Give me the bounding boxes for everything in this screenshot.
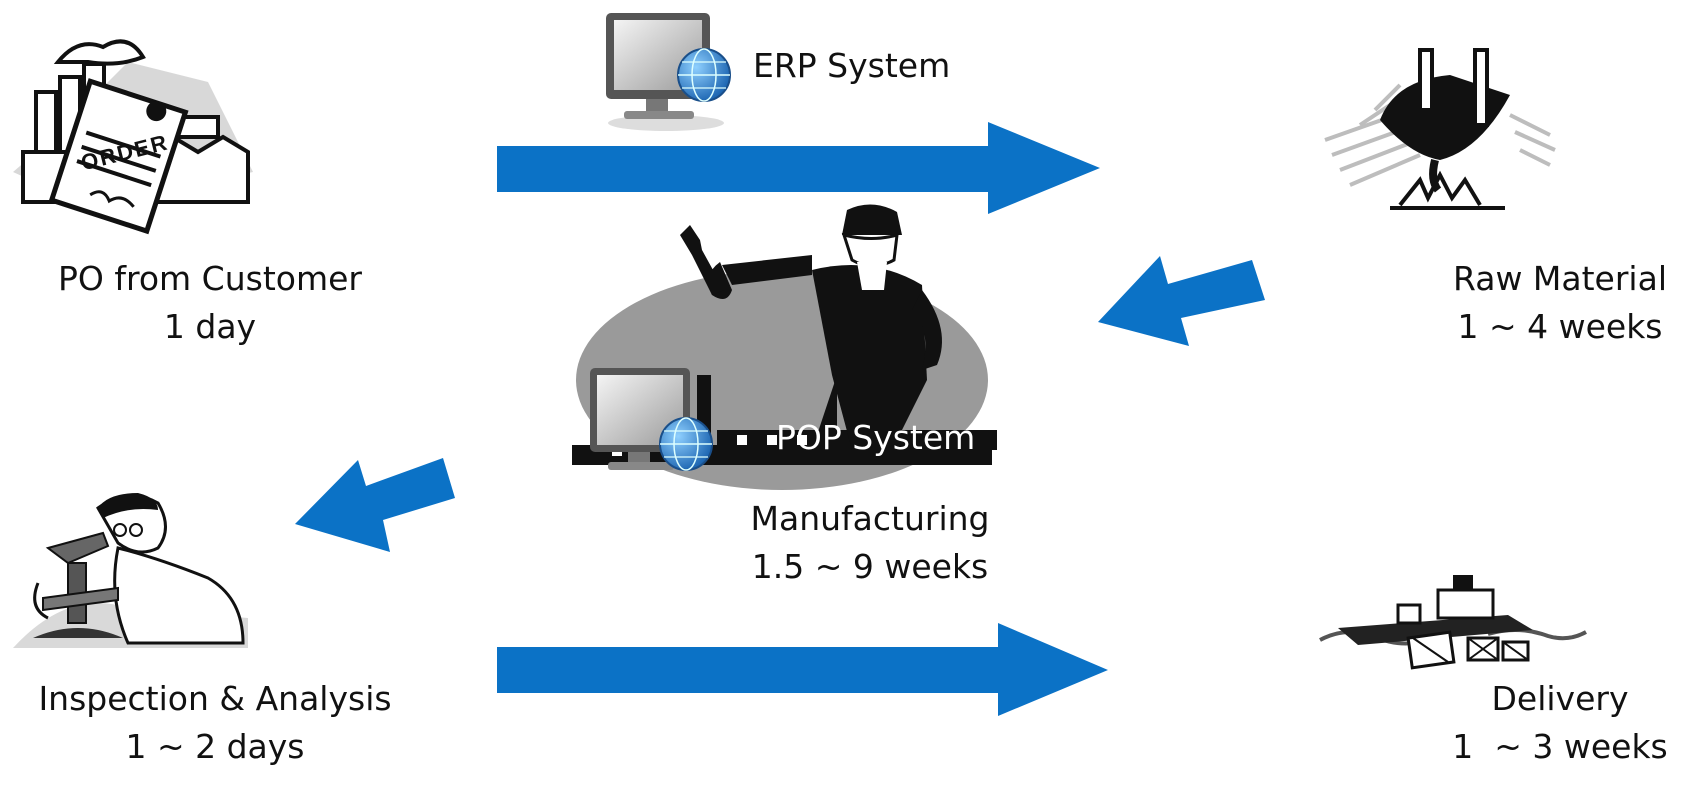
inspection-title: Inspection & Analysis (38, 679, 392, 718)
raw-duration: 1 ~ 4 weeks (1457, 307, 1663, 346)
raw-caption: Raw Material 1 ~ 4 weeks (1430, 255, 1688, 351)
raw-title: Raw Material (1453, 259, 1667, 298)
pop-system-label: POP System (776, 418, 976, 457)
po-duration: 1 day (163, 307, 257, 346)
inspection-duration: 1 ~ 2 days (125, 727, 305, 766)
po-caption: PO from Customer 1 day (50, 255, 370, 351)
manufacturing-caption: Manufacturing 1.5 ~ 9 weeks (720, 495, 1020, 591)
microscope-scientist-icon (13, 493, 248, 648)
pouring-crucible-icon (1324, 48, 1556, 210)
po-title: PO from Customer (58, 259, 362, 298)
delivery-duration: 1 ~ 3 weeks (1452, 727, 1668, 766)
manufacturing-duration: 1.5 ~ 9 weeks (751, 547, 989, 586)
order-document-icon: ORDER (13, 39, 253, 235)
delivery-caption: Delivery 1 ~ 3 weeks (1430, 675, 1688, 771)
delivery-title: Delivery (1491, 679, 1629, 718)
cargo-ship-icon (1319, 575, 1587, 670)
inspection-caption: Inspection & Analysis 1 ~ 2 days (30, 675, 400, 771)
manufacturing-title: Manufacturing (750, 499, 990, 538)
computer-globe-icon (606, 13, 731, 131)
erp-system-label: ERP System (753, 46, 951, 85)
computer-globe-icon (590, 368, 713, 471)
